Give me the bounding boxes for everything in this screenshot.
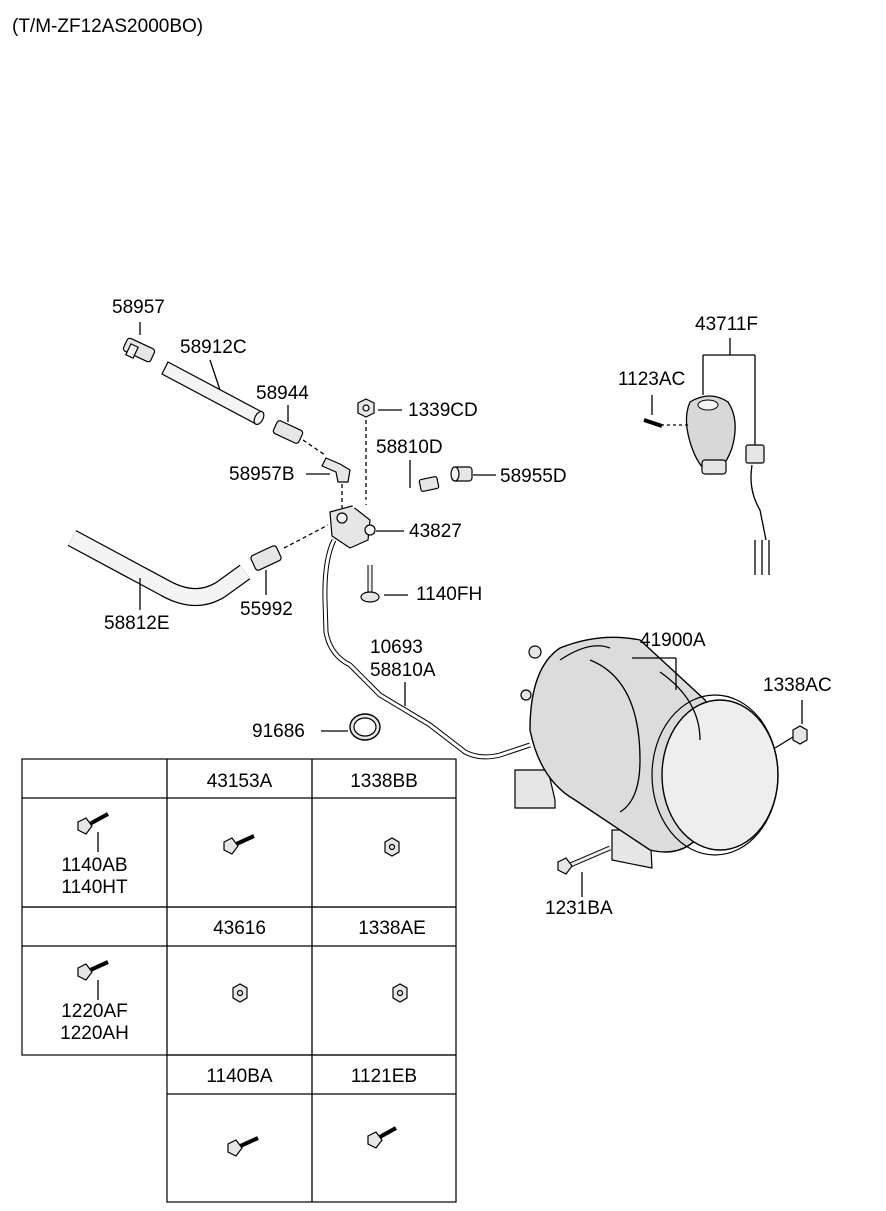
tube-58810A (322, 538, 531, 760)
label-1338AC: 1338AC (763, 675, 832, 696)
bolt-1140FH (360, 565, 408, 603)
table-header-1338AE: 1338AE (358, 918, 426, 939)
label-1140FH: 1140FH (416, 584, 483, 605)
label-41900A: 41900A (640, 630, 706, 651)
label-55992: 55992 (240, 599, 293, 620)
label-58957: 58957 (112, 297, 165, 318)
table-header-43153A: 43153A (206, 771, 273, 792)
label-43827: 43827 (409, 521, 462, 542)
label-58957B: 58957B (229, 464, 295, 485)
label-58912C: 58912C (180, 337, 247, 358)
model-title: (T/M-ZF12AS2000BO) (12, 16, 204, 37)
label-58955D: 58955D (500, 466, 567, 487)
knob-43711F (655, 338, 770, 575)
hose-58812E (67, 530, 251, 610)
table-header-1338BB: 1338BB (350, 771, 418, 792)
table-cell-1140AB: 1140AB (61, 855, 128, 876)
oring-91686 (321, 713, 381, 741)
bolt-icon-1140BA (227, 1136, 259, 1157)
label-1231BA: 1231BA (545, 898, 613, 919)
valve-43827 (329, 505, 404, 549)
tank-41900A (514, 636, 779, 869)
tube-58810D (351, 460, 440, 509)
label-1339CD: 1339CD (408, 400, 478, 421)
fitting-58957 (122, 322, 156, 363)
nut-icon-1338AE (392, 983, 408, 1003)
hose-58912C (161, 359, 265, 426)
fitting-58955D (450, 466, 496, 482)
label-10693: 10693 (370, 637, 423, 658)
table-cell-1220AH: 1220AH (60, 1023, 129, 1044)
bolt-icon-1140AB (77, 812, 109, 852)
table-header-1140BA: 1140BA (206, 1066, 273, 1087)
label-43711F: 43711F (695, 314, 759, 335)
bolt-icon-1220AF (77, 960, 109, 1000)
nut-1338AC (774, 700, 808, 749)
nut-1339CD (357, 398, 402, 505)
fitting-58944 (272, 405, 326, 456)
fitting-55992 (250, 524, 329, 595)
screw-1123AC (643, 395, 663, 428)
label-58812E: 58812E (104, 613, 170, 634)
bolt-icon-1121EB (367, 1126, 397, 1149)
table-cell-1220AF: 1220AF (61, 1001, 128, 1022)
table-cell-1140HT: 1140HT (61, 877, 128, 898)
label-58810D: 58810D (376, 437, 443, 458)
elbow-58957B (306, 457, 351, 508)
label-91686: 91686 (252, 721, 305, 742)
bolt-icon-43153A (223, 834, 255, 855)
label-58944: 58944 (256, 383, 309, 404)
label-1123AC: 1123AC (618, 369, 686, 390)
table-header-1121EB: 1121EB (350, 1066, 418, 1087)
bolt-1231BA (557, 845, 611, 897)
label-58810A: 58810A (370, 660, 436, 681)
table-header-43616: 43616 (213, 918, 266, 939)
fastener-table (21, 758, 457, 1203)
nut-icon-43616 (232, 983, 248, 1003)
nut-icon-1338BB (384, 837, 400, 857)
